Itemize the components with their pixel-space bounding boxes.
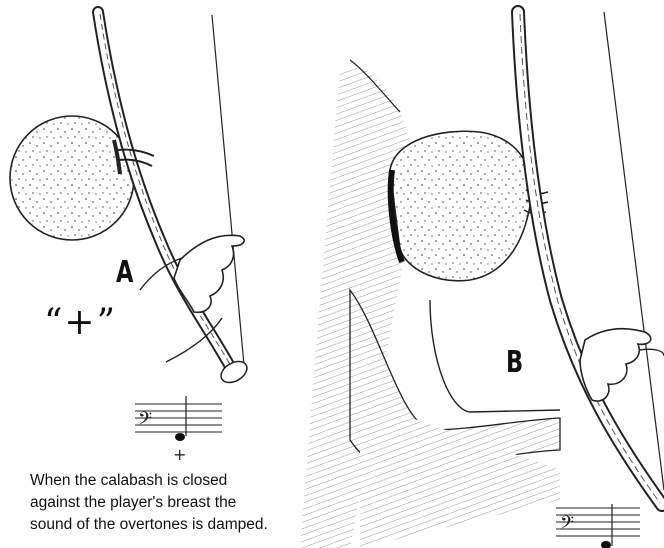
- hand-b: [580, 329, 651, 401]
- bass-clef-b: 𝄢: [560, 513, 574, 538]
- note-b: [601, 541, 611, 548]
- caption-line-1: When the calabash is closed: [30, 470, 350, 492]
- note-a: [175, 433, 185, 441]
- caption-line-2: against the player's breast the: [30, 492, 350, 514]
- staff-a-plus: +: [173, 445, 186, 464]
- music-staff-b: 𝄢: [556, 504, 640, 548]
- calabash-a: [10, 116, 134, 240]
- plus-marking: “+”: [44, 302, 117, 343]
- caption-line-3: sound of the overtones is damped.: [30, 514, 350, 536]
- figure-b: 𝄢: [300, 12, 664, 548]
- music-staff-a: 𝄢: [135, 396, 222, 441]
- calabash-b: [390, 131, 531, 281]
- figure-label-a: A: [116, 255, 133, 290]
- caption: When the calabash is closed against the …: [30, 470, 350, 536]
- bow-string-a: [212, 15, 244, 365]
- figure-label-b: B: [506, 345, 523, 380]
- bass-clef-a: 𝄢: [138, 409, 152, 434]
- figure-a: 𝄢: [10, 12, 251, 441]
